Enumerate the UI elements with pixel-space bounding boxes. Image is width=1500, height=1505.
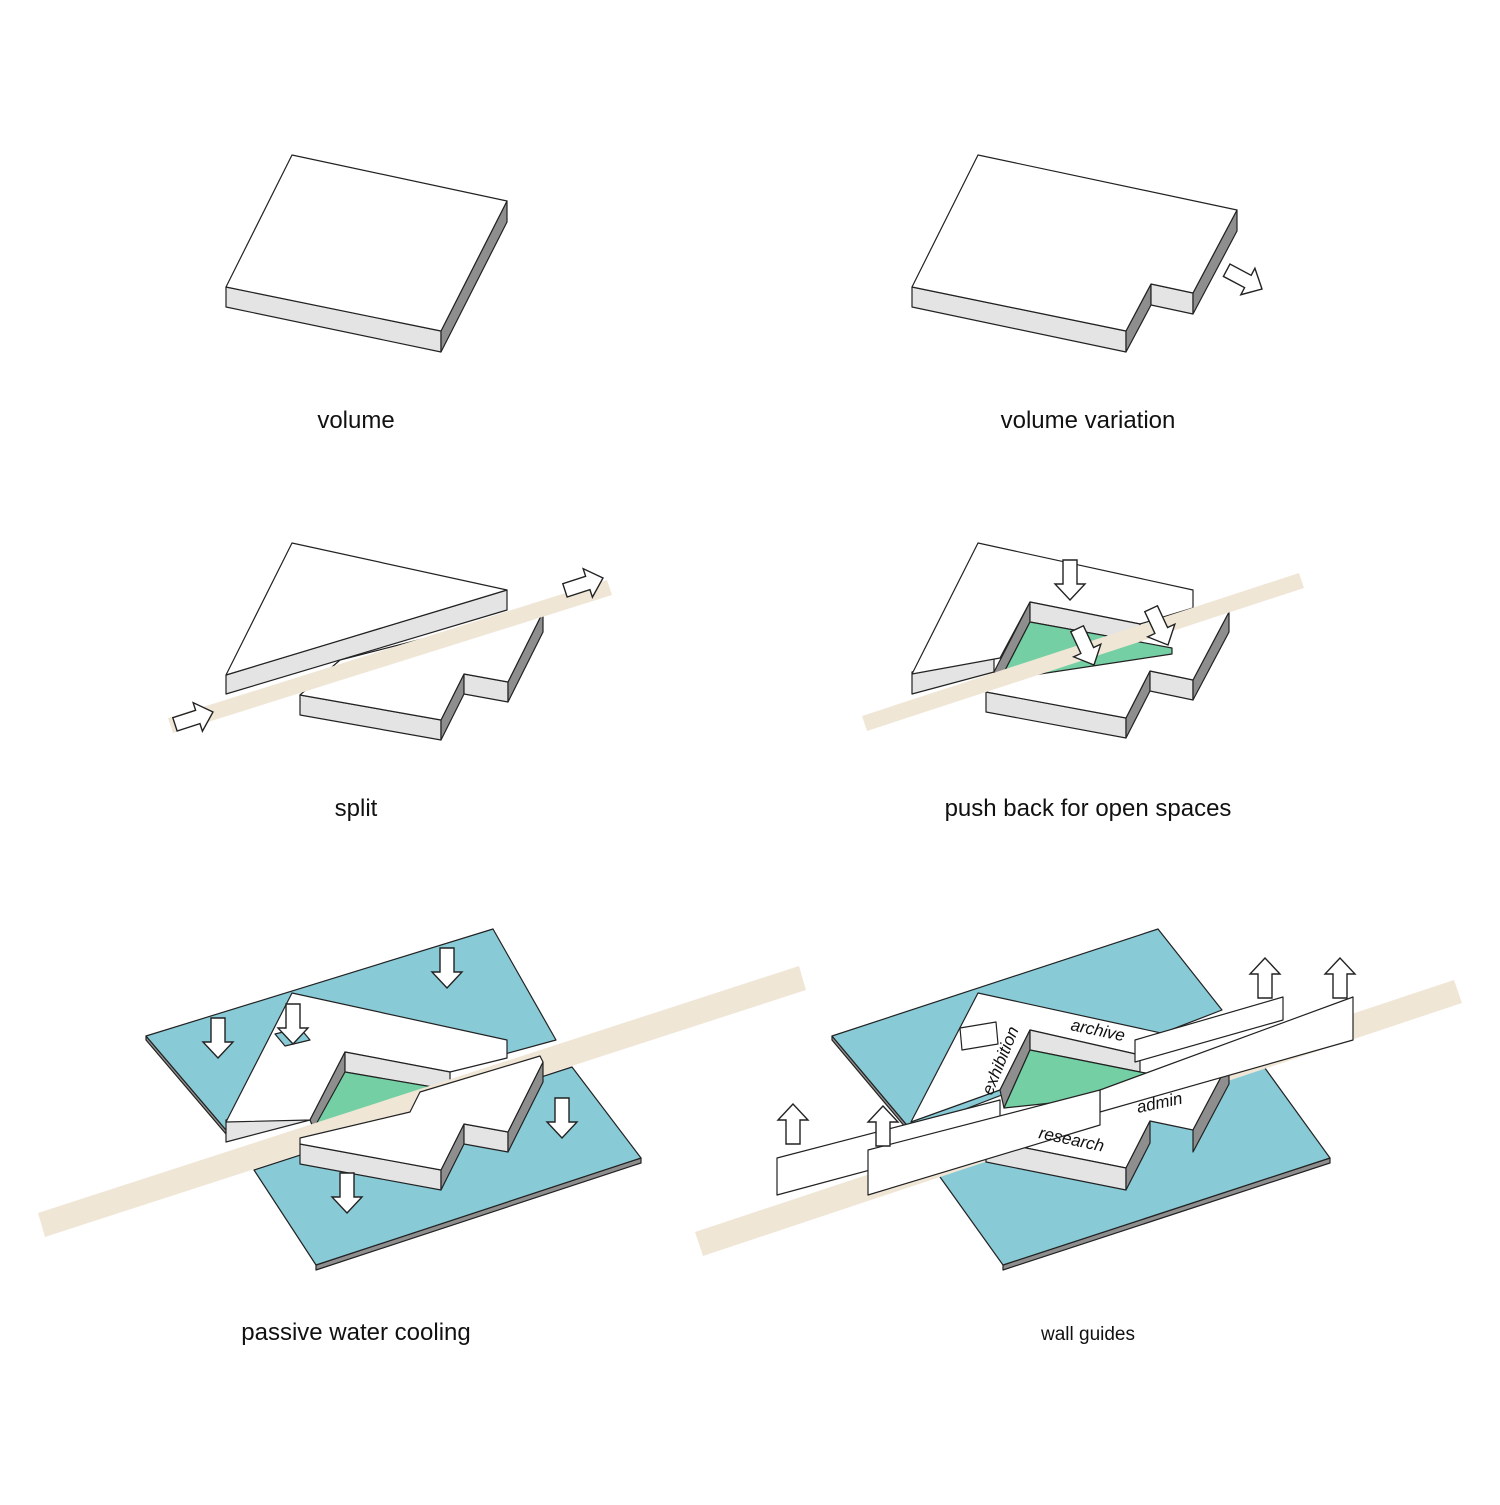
volume-slab	[225, 154, 508, 353]
cooling-lower-block	[299, 1055, 544, 1191]
caption-wall-guides: wall guides	[1040, 1324, 1135, 1345]
guide-up-arrow-icon	[777, 1103, 809, 1145]
varied-slab	[911, 154, 1238, 353]
panel-split: split	[168, 542, 612, 822]
split-upper-block	[225, 542, 508, 695]
panel-volume: volume	[225, 154, 508, 434]
caption-passive-cooling: passive water cooling	[241, 1319, 470, 1346]
slab-roof	[225, 154, 508, 332]
panel-wall-guides: archive exhibition admin research wall g…	[695, 928, 1462, 1345]
slab-roof	[911, 154, 1238, 332]
panel-push-back: push back for open spaces	[862, 542, 1304, 822]
split-path	[168, 580, 612, 733]
lower-right-face	[1125, 1120, 1151, 1191]
guide-walls	[776, 996, 1354, 1196]
lower-roof	[299, 1055, 544, 1171]
caption-volume-variation: volume variation	[1001, 407, 1176, 434]
guide-up-arrow-icon	[1249, 957, 1281, 999]
push-arrow-icon	[1218, 256, 1270, 303]
split-lower-block	[299, 607, 544, 741]
caption-push-back: push back for open spaces	[945, 795, 1232, 822]
lower-roof	[299, 607, 544, 721]
exhibition-opening	[959, 1021, 999, 1051]
caption-volume: volume	[317, 407, 394, 434]
lower-far-side	[1192, 1061, 1230, 1153]
caption-split: split	[335, 795, 378, 822]
panel-passive-cooling: passive water cooling	[38, 928, 806, 1346]
guide-wall-front-right	[867, 1089, 1101, 1196]
guide-up-arrow-icon	[1324, 957, 1356, 999]
upper-roof	[225, 542, 508, 676]
guide-wall-back-long	[1134, 996, 1284, 1063]
panel-volume-variation: volume variation	[911, 154, 1270, 434]
